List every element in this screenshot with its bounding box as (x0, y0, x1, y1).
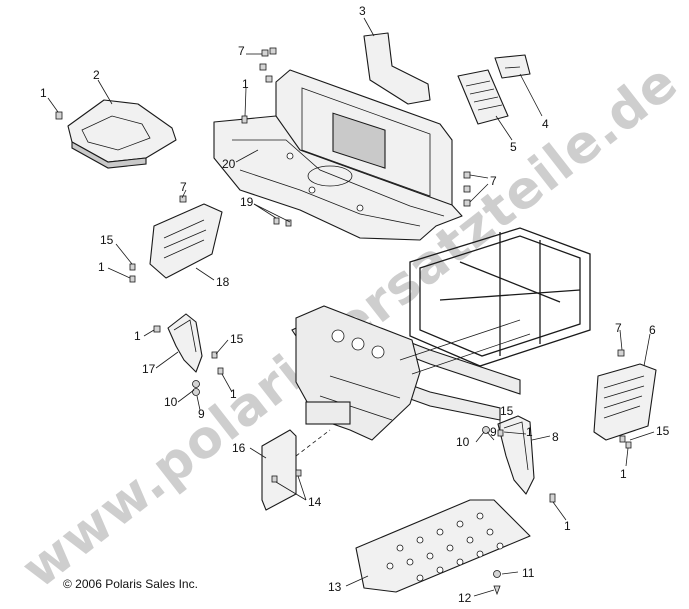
callout-7: 7 (615, 321, 622, 335)
callout-11: 11 (522, 566, 535, 580)
callout-16: 16 (232, 441, 246, 455)
callout-20: 20 (222, 157, 236, 171)
callout-1: 1 (98, 260, 105, 274)
part-18-side-panel (149, 203, 223, 279)
callout-3: 3 (359, 4, 366, 18)
callout-1: 1 (230, 387, 237, 401)
callout-4: 4 (542, 117, 549, 131)
callout-14: 14 (308, 495, 322, 509)
callout-13: 13 (328, 580, 342, 594)
part-17-bracket (167, 313, 203, 373)
callout-1: 1 (134, 329, 141, 343)
callout-1: 1 (242, 77, 249, 91)
part-2-cover (67, 99, 177, 169)
callout-1: 1 (526, 425, 533, 439)
part-20-body (213, 69, 463, 241)
part-6-side-panel (593, 363, 657, 441)
callout-18: 18 (216, 275, 230, 289)
part-5-louver-panel (457, 69, 509, 125)
callout-7: 7 (180, 180, 187, 194)
callout-10: 10 (456, 435, 470, 449)
callout-10: 10 (164, 395, 178, 409)
callout-7: 7 (238, 44, 245, 58)
callout-17: 17 (142, 362, 156, 376)
part-4-panel (494, 54, 531, 79)
callout-labels: 1 2 3 7 1 4 20 5 7 7 19 15 1 18 1 15 17 … (40, 4, 670, 605)
part-8-bracket (497, 415, 535, 495)
callout-1: 1 (620, 467, 627, 481)
part-13-skid-plate (355, 499, 531, 593)
callout-9: 9 (198, 407, 205, 421)
frame-chassis (291, 227, 591, 441)
callout-9: 9 (490, 425, 497, 439)
leader-lines (47, 17, 655, 597)
callout-7: 7 (490, 174, 497, 188)
callout-1: 1 (40, 86, 47, 100)
callout-15: 15 (230, 332, 244, 346)
callout-2: 2 (93, 68, 100, 82)
callout-6: 6 (649, 323, 656, 337)
callout-19: 19 (240, 195, 254, 209)
part-3-decal (363, 32, 431, 105)
callout-15: 15 (656, 424, 670, 438)
callout-15: 15 (500, 404, 514, 418)
copyright-text: © 2006 Polaris Sales Inc. (63, 577, 198, 591)
callout-5: 5 (510, 140, 517, 154)
callout-15: 15 (100, 233, 114, 247)
callout-8: 8 (552, 430, 559, 444)
callout-1: 1 (564, 519, 571, 533)
callout-12: 12 (458, 591, 472, 605)
